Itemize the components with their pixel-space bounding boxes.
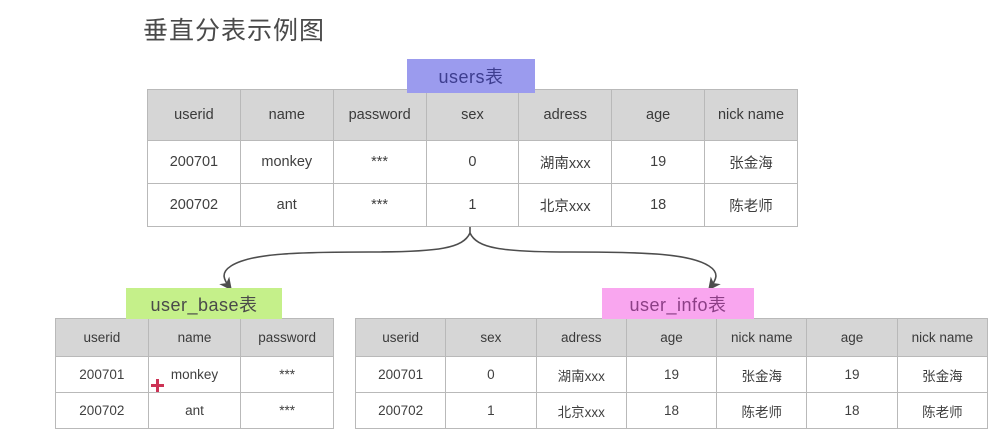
column-header-nick-name: nick name bbox=[716, 318, 808, 357]
column-header-adress: adress bbox=[518, 89, 613, 141]
table-row: 200702 ant *** bbox=[55, 392, 334, 429]
page-title: 垂直分表示例图 bbox=[143, 17, 326, 45]
cell-sex: 0 bbox=[445, 356, 537, 393]
cell-adress: 北京xxx bbox=[518, 183, 613, 227]
table-row: 200702 ant *** 1 北京xxx 18 陈老师 bbox=[147, 183, 798, 227]
column-header-sex: sex bbox=[425, 89, 520, 141]
cell-age: 18 bbox=[625, 392, 718, 429]
column-header-nick-name-2: nick name bbox=[896, 318, 989, 357]
column-header-userid: userid bbox=[55, 318, 149, 357]
cell-nick-name-2: 陈老师 bbox=[896, 392, 989, 429]
column-header-name: name bbox=[147, 318, 242, 357]
cell-password: *** bbox=[240, 356, 334, 393]
cell-age: 18 bbox=[611, 183, 706, 227]
cell-userid: 200702 bbox=[147, 183, 241, 227]
cell-nick-name: 张金海 bbox=[704, 140, 798, 184]
cell-age-2: 19 bbox=[806, 356, 898, 393]
table-header-row: userid name password bbox=[55, 318, 334, 357]
cell-name: ant bbox=[147, 392, 242, 429]
table-row: 200701 0 湖南xxx 19 张金海 19 张金海 bbox=[354, 356, 989, 393]
column-header-password: password bbox=[332, 89, 427, 141]
cell-password: *** bbox=[332, 140, 427, 184]
table-row: 200702 1 北京xxx 18 陈老师 18 陈老师 bbox=[354, 392, 989, 429]
table-header-row: userid name password sex adress age nick… bbox=[147, 89, 798, 141]
column-header-sex: sex bbox=[445, 318, 537, 357]
cell-adress: 北京xxx bbox=[535, 392, 627, 429]
cell-userid: 200701 bbox=[55, 356, 149, 393]
cell-sex: 1 bbox=[425, 183, 520, 227]
cell-sex: 1 bbox=[445, 392, 537, 429]
cell-password: *** bbox=[240, 392, 334, 429]
arrow-to-user-base bbox=[219, 232, 471, 291]
cell-adress: 湖南xxx bbox=[535, 356, 627, 393]
column-header-nick-name: nick name bbox=[704, 89, 798, 141]
plus-cursor-marker bbox=[151, 379, 164, 392]
table-header-row: userid sex adress age nick name age nick… bbox=[354, 318, 989, 357]
cell-userid: 200701 bbox=[354, 356, 447, 393]
cell-password: *** bbox=[332, 183, 427, 227]
cell-sex: 0 bbox=[425, 140, 520, 184]
cell-userid: 200702 bbox=[354, 392, 447, 429]
column-header-userid: userid bbox=[354, 318, 447, 357]
cell-name: monkey bbox=[239, 140, 334, 184]
user-base-table-tag: user_base表 bbox=[126, 288, 282, 319]
cell-adress: 湖南xxx bbox=[518, 140, 613, 184]
cell-nick-name: 陈老师 bbox=[716, 392, 808, 429]
users-table: userid name password sex adress age nick… bbox=[147, 89, 798, 227]
table-row: 200701 monkey *** 0 湖南xxx 19 张金海 bbox=[147, 140, 798, 184]
arrow-to-user-info bbox=[469, 232, 721, 291]
cell-userid: 200701 bbox=[147, 140, 241, 184]
cell-name: monkey bbox=[147, 356, 242, 393]
cell-age-2: 18 bbox=[806, 392, 898, 429]
cell-nick-name: 张金海 bbox=[716, 356, 808, 393]
cell-age: 19 bbox=[625, 356, 718, 393]
column-header-age-2: age bbox=[806, 318, 898, 357]
column-header-age: age bbox=[611, 89, 706, 141]
column-header-userid: userid bbox=[147, 89, 241, 141]
cell-userid: 200702 bbox=[55, 392, 149, 429]
user-info-table-tag: user_info表 bbox=[602, 288, 754, 319]
cell-age: 19 bbox=[611, 140, 706, 184]
cell-nick-name-2: 张金海 bbox=[896, 356, 989, 393]
users-table-tag: users表 bbox=[407, 59, 535, 93]
cell-name: ant bbox=[239, 183, 334, 227]
column-header-password: password bbox=[240, 318, 334, 357]
user-info-table: userid sex adress age nick name age nick… bbox=[354, 318, 989, 429]
column-header-adress: adress bbox=[535, 318, 627, 357]
user-base-table: userid name password 200701 monkey *** 2… bbox=[55, 318, 334, 429]
table-row: 200701 monkey *** bbox=[55, 356, 334, 393]
cell-nick-name: 陈老师 bbox=[704, 183, 798, 227]
column-header-name: name bbox=[239, 89, 334, 141]
column-header-age: age bbox=[625, 318, 718, 357]
